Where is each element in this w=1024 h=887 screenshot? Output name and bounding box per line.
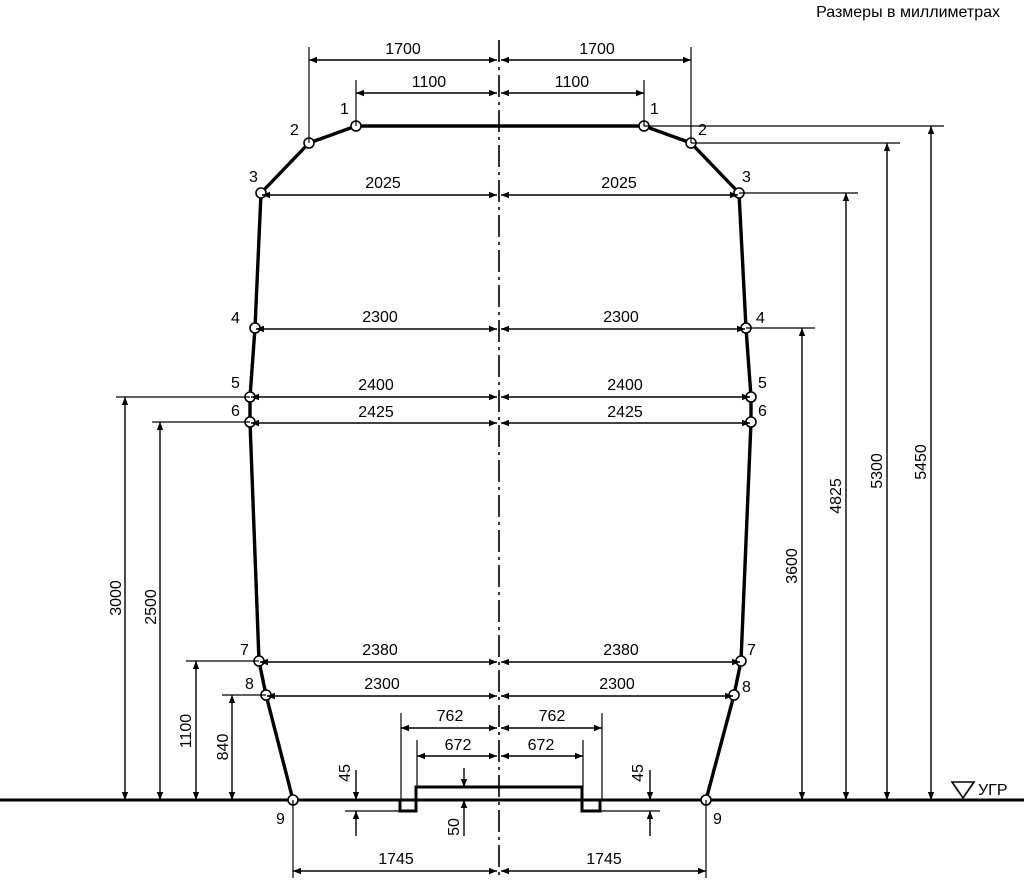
dimension-label: 3600 xyxy=(784,548,801,584)
dimension-label: 672 xyxy=(528,737,555,754)
point-label: 7 xyxy=(747,642,756,659)
dimension-label: 45 xyxy=(337,764,354,782)
point-label: 1 xyxy=(650,101,659,118)
point-label: 2 xyxy=(290,122,299,139)
dimension-label: 2300 xyxy=(364,676,400,693)
dimension-label: 5300 xyxy=(869,453,886,489)
point-label: 6 xyxy=(758,403,767,420)
dimension-label: 2380 xyxy=(362,642,398,659)
dimension-label: 1100 xyxy=(178,714,195,749)
dimension-label: 1700 xyxy=(579,41,615,58)
dimension-label: 672 xyxy=(445,737,472,754)
gauge-outline xyxy=(248,124,753,801)
point-8-right xyxy=(728,689,740,701)
point-label: 7 xyxy=(240,642,249,659)
point-label: 3 xyxy=(249,169,258,186)
dimension-label: 1700 xyxy=(385,41,421,58)
dimension-label: 2400 xyxy=(358,377,394,394)
horizontal-dimension-lines xyxy=(251,56,750,875)
dimension-label: 2025 xyxy=(365,175,401,192)
dimension-label: 2300 xyxy=(603,309,639,326)
point-label: 5 xyxy=(758,375,767,392)
point-7-right xyxy=(735,655,747,667)
vertical-dimension-lines xyxy=(121,126,935,836)
dimension-label: 1745 xyxy=(586,851,622,868)
dimension-label: 840 xyxy=(215,734,232,761)
point-label: 8 xyxy=(245,676,254,693)
dimension-label: 2425 xyxy=(607,404,643,421)
dimension-label: 2425 xyxy=(358,404,394,421)
dimension-label: 4825 xyxy=(828,478,845,514)
point-label: 2 xyxy=(698,122,707,139)
dimension-label: 2380 xyxy=(603,642,639,659)
point-label: 9 xyxy=(276,811,285,828)
point-label: 9 xyxy=(713,811,722,828)
point-4-left xyxy=(249,322,261,334)
point-label: 3 xyxy=(742,169,751,186)
point-label: 6 xyxy=(231,403,240,420)
gauge-points xyxy=(244,120,757,806)
dimension-label: 45 xyxy=(630,764,647,782)
dimension-label: 1100 xyxy=(555,74,590,91)
dimension-label: 1745 xyxy=(378,851,414,868)
dimension-label: 3000 xyxy=(108,580,125,616)
dimension-label: 2300 xyxy=(362,309,398,326)
dimension-label: 762 xyxy=(437,708,464,725)
point-label: 4 xyxy=(756,310,765,327)
dimension-label: 762 xyxy=(539,708,566,725)
dimension-label: 1100 xyxy=(412,74,447,91)
units-note: Размеры в миллиметрах xyxy=(816,4,1000,21)
reference-level-label: УГР xyxy=(978,782,1008,799)
dimension-label: 5450 xyxy=(913,444,930,480)
point-label: 1 xyxy=(340,101,349,118)
point-6-right xyxy=(745,416,757,428)
dimension-label: 2025 xyxy=(601,175,637,192)
reference-level-icon xyxy=(950,781,976,800)
rail-notch-profile xyxy=(295,785,706,813)
extension-lines xyxy=(116,47,944,878)
point-label: 4 xyxy=(231,310,240,327)
dimension-label: 50 xyxy=(446,818,463,836)
point-label: 5 xyxy=(231,375,240,392)
point-3-left xyxy=(255,187,267,199)
point-label: 8 xyxy=(742,679,751,696)
dimension-label: 2500 xyxy=(143,589,160,625)
dimension-label: 2400 xyxy=(607,377,643,394)
dimension-label: 2300 xyxy=(599,676,635,693)
